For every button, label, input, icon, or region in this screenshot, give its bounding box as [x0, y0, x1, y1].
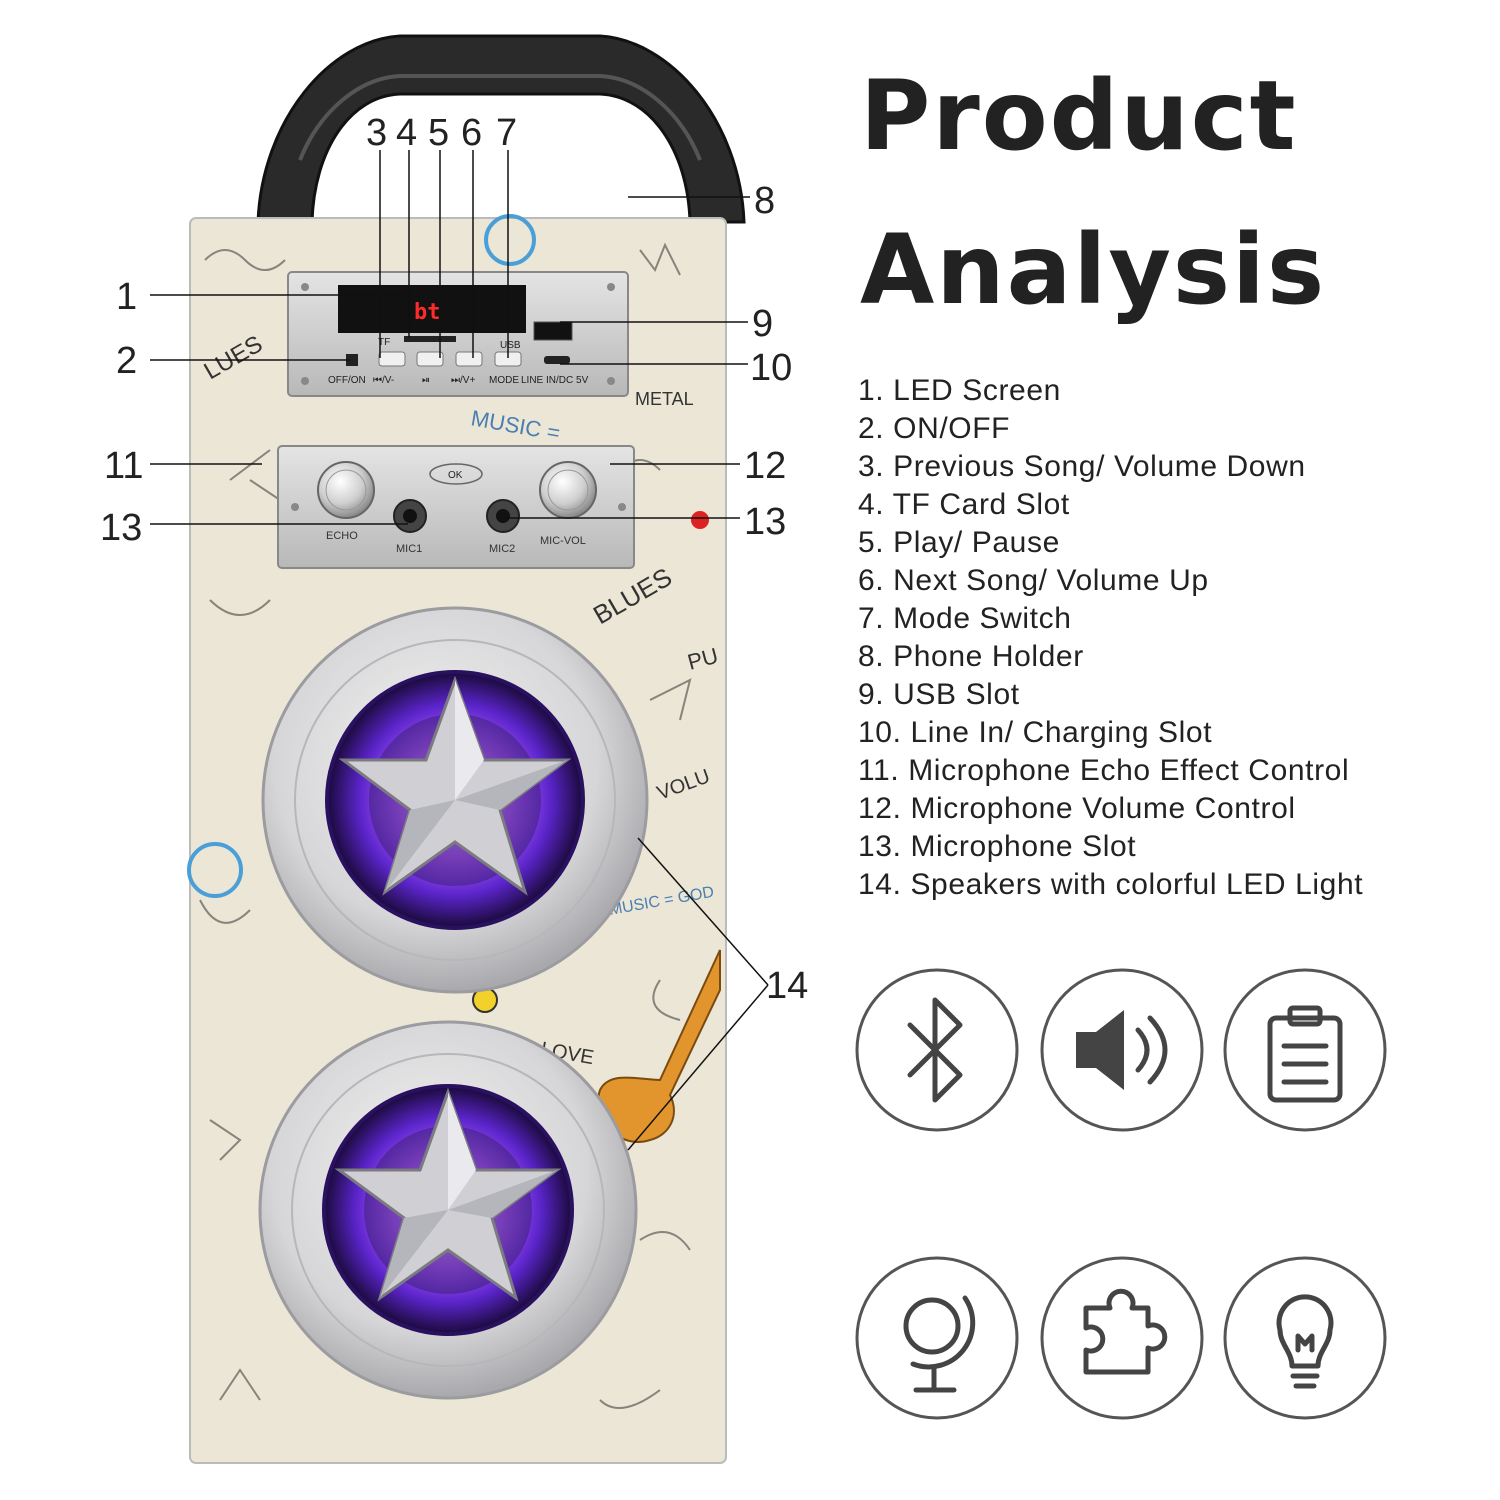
feature-item: 13. Microphone Slot — [858, 830, 1137, 863]
callout-3: 3 — [366, 112, 387, 154]
led-screen — [338, 285, 526, 333]
feature-item: 3. Previous Song/ Volume Down — [858, 450, 1306, 483]
next-button[interactable] — [455, 351, 483, 367]
feature-item: 5. Play/ Pause — [858, 526, 1060, 559]
play-label: ⏯ — [422, 375, 430, 386]
off-on-label: OFF/ON — [328, 375, 366, 386]
feature-item: 7. Mode Switch — [858, 602, 1072, 635]
lightbulb-icon — [1223, 1256, 1387, 1420]
bluetooth-icon — [855, 968, 1019, 1132]
callout-11: 11 — [104, 445, 143, 487]
callout-13-left: 13 — [100, 507, 142, 549]
led-display-text: bt — [414, 300, 441, 325]
prev-label: ⏮/V- — [373, 375, 394, 386]
callout-1: 1 — [116, 276, 137, 318]
feature-item: 2. ON/OFF — [858, 412, 1011, 445]
doodle-heart — [691, 511, 709, 529]
callout-12: 12 — [744, 445, 786, 487]
clipboard-icon — [1223, 968, 1387, 1132]
line-in-slot[interactable] — [544, 356, 570, 364]
callout-14: 14 — [766, 965, 808, 1007]
line-in-label: LINE IN/DC 5V — [521, 375, 589, 386]
power-switch[interactable] — [346, 354, 358, 366]
feature-item: 14. Speakers with colorful LED Light — [858, 868, 1364, 901]
callout-lines — [150, 150, 769, 1151]
feature-item: 11. Microphone Echo Effect Control — [858, 754, 1350, 787]
play-button[interactable] — [416, 351, 444, 367]
callout-4: 4 — [396, 112, 417, 154]
tf-card-slot[interactable] — [404, 336, 456, 342]
next-label: ⏭/V+ — [451, 375, 475, 386]
callout-2: 2 — [116, 340, 137, 382]
doodle-text-metal: METAL — [635, 389, 694, 409]
tf-label: TF — [378, 337, 390, 348]
mic-panel-logo-text: OK — [448, 470, 463, 481]
speaker-lower — [258, 1020, 638, 1400]
title-line-1: Product — [860, 60, 1298, 172]
feature-item: 4. TF Card Slot — [858, 488, 1070, 521]
feature-item: 12. Microphone Volume Control — [858, 792, 1296, 825]
doodle-disc — [484, 214, 536, 266]
feature-item: 10. Line In/ Charging Slot — [858, 716, 1213, 749]
mic-vol-label: MIC-VOL — [540, 535, 586, 547]
control-panel: bt TF USB OFF/ON ⏮/V- ⏯ ⏭/V+ MODE LINE I… — [287, 271, 629, 397]
usb-slot[interactable] — [533, 321, 573, 341]
speaker-icon — [1040, 968, 1204, 1132]
callout-13-right: 13 — [744, 501, 786, 543]
puzzle-icon — [1040, 1256, 1204, 1420]
echo-label: ECHO — [326, 530, 358, 542]
mic-panel-logo — [429, 463, 483, 485]
feature-item: 6. Next Song/ Volume Up — [858, 564, 1209, 597]
callout-10: 10 — [750, 347, 792, 389]
mic1-label: MIC1 — [396, 543, 422, 555]
title-line-2: Analysis — [860, 214, 1327, 326]
feature-item: 9. USB Slot — [858, 678, 1020, 711]
mic2-label: MIC2 — [489, 543, 515, 555]
speaker-upper — [261, 606, 649, 994]
feature-list: 1. LED Screen 2. ON/OFF 3. Previous Song… — [858, 372, 1363, 904]
callout-9: 9 — [752, 303, 773, 345]
callout-6: 6 — [461, 112, 482, 154]
doodle-disc — [187, 842, 243, 898]
callout-8: 8 — [754, 180, 775, 222]
feature-item: 1. LED Screen — [858, 374, 1061, 407]
callout-5: 5 — [428, 112, 449, 154]
mic-panel: OK ECHO MIC1 MIC2 MIC-VOL — [277, 445, 635, 569]
mode-label: MODE — [489, 375, 519, 386]
prev-button[interactable] — [378, 351, 406, 367]
globe-icon — [855, 1256, 1019, 1420]
phone-holder-handle — [256, 34, 746, 224]
doodle-pattern — [199, 242, 692, 1409]
feature-item: 8. Phone Holder — [858, 640, 1084, 673]
usb-label: USB — [500, 340, 521, 351]
callout-7: 7 — [496, 112, 517, 154]
